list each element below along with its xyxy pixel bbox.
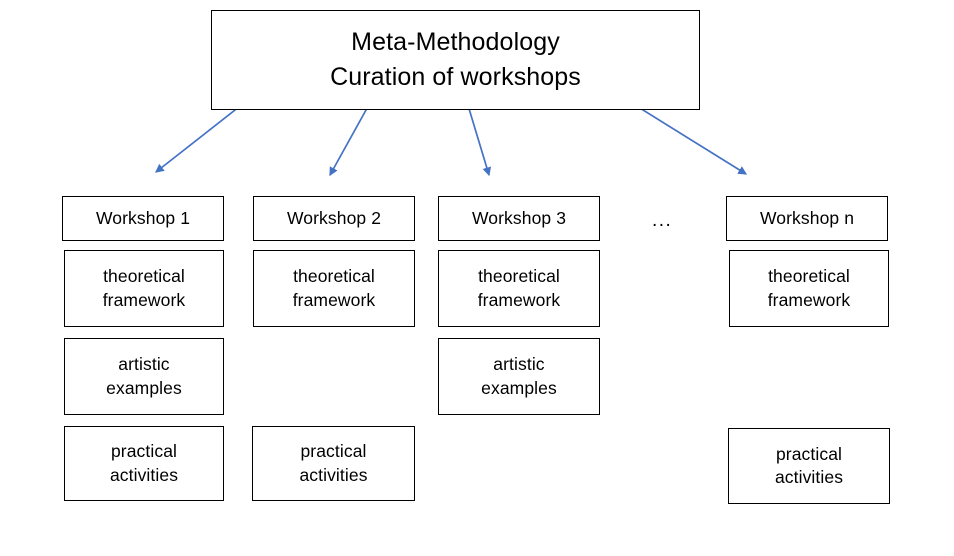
pa-line-2: activities <box>299 464 368 485</box>
root-title-line-1: Meta-Methodology <box>351 27 560 56</box>
workshop-n-header-label: Workshop n <box>759 207 855 228</box>
pa-line-2: activities <box>109 464 179 485</box>
workshop-2-practical-activities: practical activities <box>252 426 415 501</box>
tf-line-2: framework <box>102 289 186 310</box>
pa-line-2: activities <box>774 467 844 487</box>
workshop-3-theoretical-framework-label: theoretical framework <box>472 265 567 311</box>
tf-line-1: theoretical <box>478 266 560 287</box>
root-node-meta-methodology: Meta-Methodology Curation of workshops <box>211 10 700 110</box>
workshop-1-header-label: Workshop 1 <box>95 207 191 228</box>
tf-line-1: theoretical <box>768 266 850 287</box>
workshop-3-header-label: Workshop 3 <box>471 207 567 228</box>
workshop-n-theoretical-framework: theoretical framework <box>729 250 889 327</box>
workshop-1-header: Workshop 1 <box>62 196 224 241</box>
tf-line-1: theoretical <box>293 266 375 287</box>
workshop-1-theoretical-framework-label: theoretical framework <box>97 265 192 311</box>
workshop-1-practical-activities-label: practical activities <box>104 440 184 486</box>
workshop-1-artistic-examples-label: artistic examples <box>100 353 188 399</box>
tf-line-2: framework <box>767 289 851 310</box>
workshop-1-theoretical-framework: theoretical framework <box>64 250 224 327</box>
workshop-2-theoretical-framework: theoretical framework <box>253 250 415 327</box>
workshop-3-header: Workshop 3 <box>438 196 600 241</box>
workshop-3-theoretical-framework: theoretical framework <box>438 250 600 327</box>
workshop-2-practical-activities-label: practical activities <box>293 440 373 486</box>
workshop-3-artistic-examples-label: artistic examples <box>475 353 563 399</box>
workshop-2-header-label: Workshop 2 <box>286 207 382 228</box>
ellipsis-more-workshops: ... <box>652 210 673 231</box>
tf-line-2: framework <box>477 289 561 310</box>
pa-line-1: practical <box>300 441 367 462</box>
workshop-1-artistic-examples: artistic examples <box>64 338 224 415</box>
ae-line-1: artistic <box>493 354 545 375</box>
pa-line-1: practical <box>110 441 178 462</box>
ae-line-2: examples <box>106 377 182 398</box>
pa-line-1: practical <box>775 443 843 464</box>
tf-line-1: theoretical <box>103 266 185 287</box>
tf-line-2: framework <box>292 289 376 310</box>
ae-line-2: examples <box>481 377 557 398</box>
workshop-n-header: Workshop n <box>726 196 888 241</box>
workshop-2-theoretical-framework-label: theoretical framework <box>287 265 382 311</box>
root-title-line-2: Curation of workshops <box>330 63 581 91</box>
workshop-2-header: Workshop 2 <box>253 196 415 241</box>
workshop-n-practical-activities-label: practical activities <box>769 443 849 489</box>
workshop-3-artistic-examples: artistic examples <box>438 338 600 415</box>
workshop-n-theoretical-framework-label: theoretical framework <box>762 265 857 311</box>
workshop-1-practical-activities: practical activities <box>64 426 224 501</box>
ae-line-1: artistic <box>118 354 170 375</box>
root-node-label: Meta-Methodology Curation of workshops <box>324 25 587 96</box>
workshop-n-practical-activities: practical activities <box>728 428 890 504</box>
